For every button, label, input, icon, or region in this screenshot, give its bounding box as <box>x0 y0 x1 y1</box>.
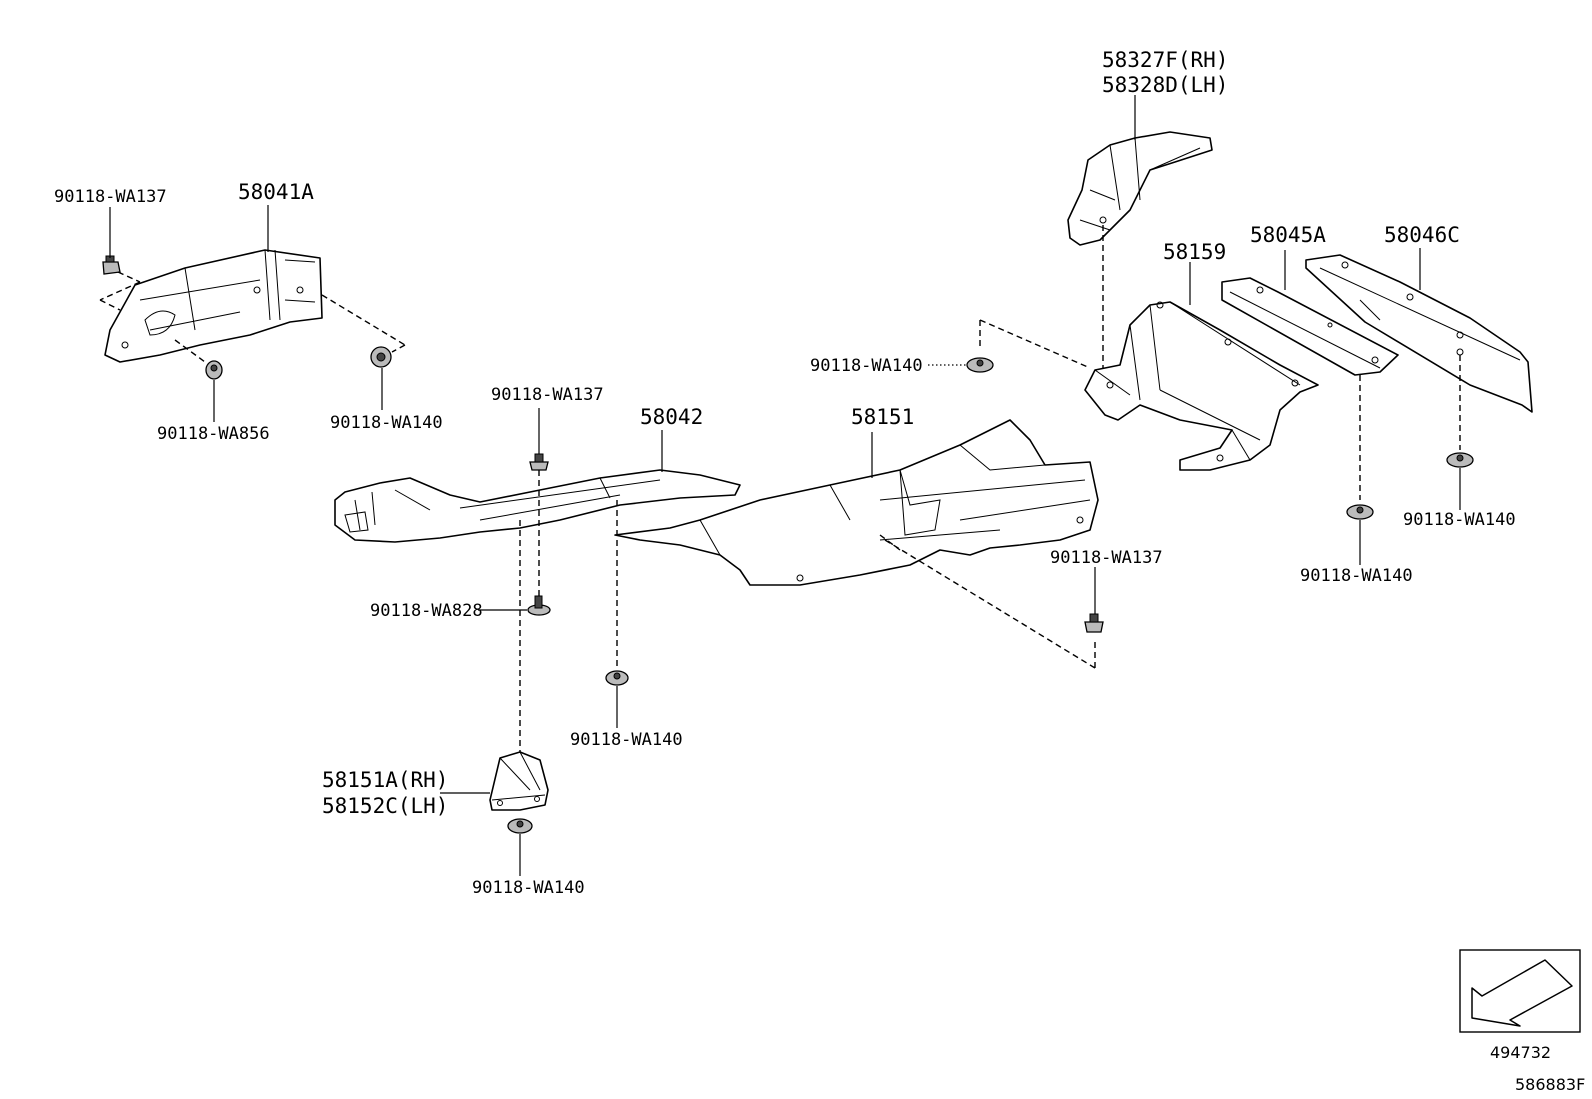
label-90118-WA140-a[interactable]: 90118-WA140 <box>330 413 443 433</box>
part-58327F-bracket[interactable] <box>1067 131 1213 246</box>
label-90118-WA140-c[interactable]: 90118-WA140 <box>472 878 585 898</box>
grommet-icon[interactable] <box>1446 452 1474 468</box>
label-58328D-LH[interactable]: 58328D(LH) <box>1102 73 1228 97</box>
part-58151A-bracket[interactable] <box>489 751 549 811</box>
label-90118-WA140-d[interactable]: 90118-WA140 <box>810 356 923 376</box>
part-58151-tunnel-shield[interactable] <box>614 419 1099 586</box>
label-58159[interactable]: 58159 <box>1163 240 1226 264</box>
label-90118-WA140-b[interactable]: 90118-WA140 <box>570 730 683 750</box>
label-90118-WA856[interactable]: 90118-WA856 <box>157 424 270 444</box>
part-58045A-strip[interactable] <box>1221 277 1399 376</box>
label-90118-WA828[interactable]: 90118-WA828 <box>370 601 483 621</box>
clip-icon[interactable] <box>1084 613 1104 633</box>
label-58151A-RH[interactable]: 58151A(RH) <box>322 768 448 792</box>
front-arrow-icon <box>1459 949 1581 1033</box>
label-90118-WA140-f[interactable]: 90118-WA140 <box>1403 510 1516 530</box>
clip-icon[interactable] <box>102 255 121 275</box>
grommet-icon[interactable] <box>1346 504 1374 520</box>
label-58045A[interactable]: 58045A <box>1250 223 1326 247</box>
label-90118-WA137-b[interactable]: 90118-WA137 <box>491 385 604 405</box>
label-58152C-LH[interactable]: 58152C(LH) <box>322 794 448 818</box>
grommet-icon[interactable] <box>507 818 533 834</box>
label-90118-WA137-c[interactable]: 90118-WA137 <box>1050 548 1163 568</box>
label-90118-WA137-a[interactable]: 90118-WA137 <box>54 187 167 207</box>
label-58046C[interactable]: 58046C <box>1384 223 1460 247</box>
reference-number: 494732 <box>1490 1043 1551 1062</box>
grommet-icon[interactable] <box>605 670 629 686</box>
part-58159-cover[interactable] <box>1084 301 1319 471</box>
label-58042[interactable]: 58042 <box>640 405 703 429</box>
part-58042-shield[interactable] <box>334 469 741 543</box>
nut-icon[interactable] <box>205 360 223 380</box>
part-58041A-shield[interactable] <box>104 249 323 363</box>
grommet-icon[interactable] <box>370 346 392 368</box>
diagram-code: 586883F <box>1515 1075 1585 1094</box>
part-58046C-strip[interactable] <box>1305 254 1533 413</box>
clip-icon[interactable] <box>529 453 549 471</box>
label-90118-WA140-e[interactable]: 90118-WA140 <box>1300 566 1413 586</box>
label-58327F-RH[interactable]: 58327F(RH) <box>1102 48 1228 72</box>
grommet-icon[interactable] <box>966 357 994 373</box>
pin-icon[interactable] <box>527 595 551 616</box>
label-58151[interactable]: 58151 <box>851 405 914 429</box>
label-58041A[interactable]: 58041A <box>238 180 314 204</box>
